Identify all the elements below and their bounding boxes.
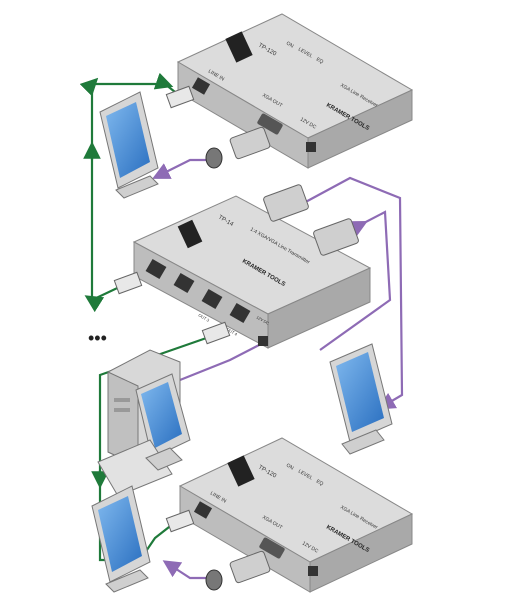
xga-connector-top — [205, 126, 271, 169]
receiver-bottom-kramer-logo — [227, 455, 255, 487]
receiver-top-xga-port — [257, 113, 283, 135]
monitor-top-left — [99, 91, 159, 199]
transmitter-power-label: 12V DC — [256, 315, 271, 326]
rj45-plug-top — [165, 85, 195, 109]
monitor-right — [329, 343, 393, 455]
transmitter-port-label-4: OUT 4 — [226, 327, 239, 338]
transmitter-port-4 — [229, 302, 251, 324]
kramer-logo — [225, 31, 253, 63]
receiver-bottom-xga-port — [259, 537, 285, 559]
receiver-bottom-power-jack — [308, 566, 318, 576]
xga-connector-bottom — [205, 550, 271, 591]
monitor-bottom-left — [91, 485, 151, 593]
receiver-bottom-eq: EQ — [315, 479, 324, 488]
transmitter-port-label-3: OUT 3 — [198, 313, 211, 324]
transmitter-power-jack — [258, 336, 268, 346]
pc-computer — [97, 349, 191, 497]
receiver-top-on: ON — [285, 41, 295, 50]
receiver-bottom: TP-120 ON LEVEL EQ XGA Line Receiver KRA… — [178, 437, 414, 593]
purple-cable-right-loop2 — [319, 210, 392, 351]
receiver-bottom-on: ON — [285, 463, 295, 472]
rj45-plug-bottom — [165, 509, 195, 533]
receiver-top-power-jack — [306, 142, 316, 152]
rj45-plug-transmitter-bottom — [201, 321, 231, 345]
xga-connector-mid-2 — [313, 218, 359, 256]
receiver-top-rj45-port — [191, 77, 211, 95]
more-outputs-ellipsis: ••• — [88, 328, 107, 348]
receiver-top: TP-120 ON LEVEL EQ XGA Line Receiver KRA… — [176, 13, 414, 169]
receiver-bottom-rj45-port — [193, 501, 213, 519]
transmitter-port-2 — [173, 272, 195, 294]
transmitter: TP-14 1:4 XGA/VGA Line Transmitter KRAME… — [132, 195, 372, 349]
transmitter-kramer-logo — [177, 219, 203, 249]
transmitter-port-3 — [201, 288, 223, 310]
transmitter-port-1 — [145, 258, 167, 280]
xga-connector-mid-1 — [263, 184, 309, 222]
receiver-top-eq: EQ — [315, 57, 324, 66]
rj45-plug-transmitter-left — [113, 271, 143, 295]
green-cable-top — [79, 72, 181, 313]
purple-cable-right-loop — [299, 176, 404, 410]
